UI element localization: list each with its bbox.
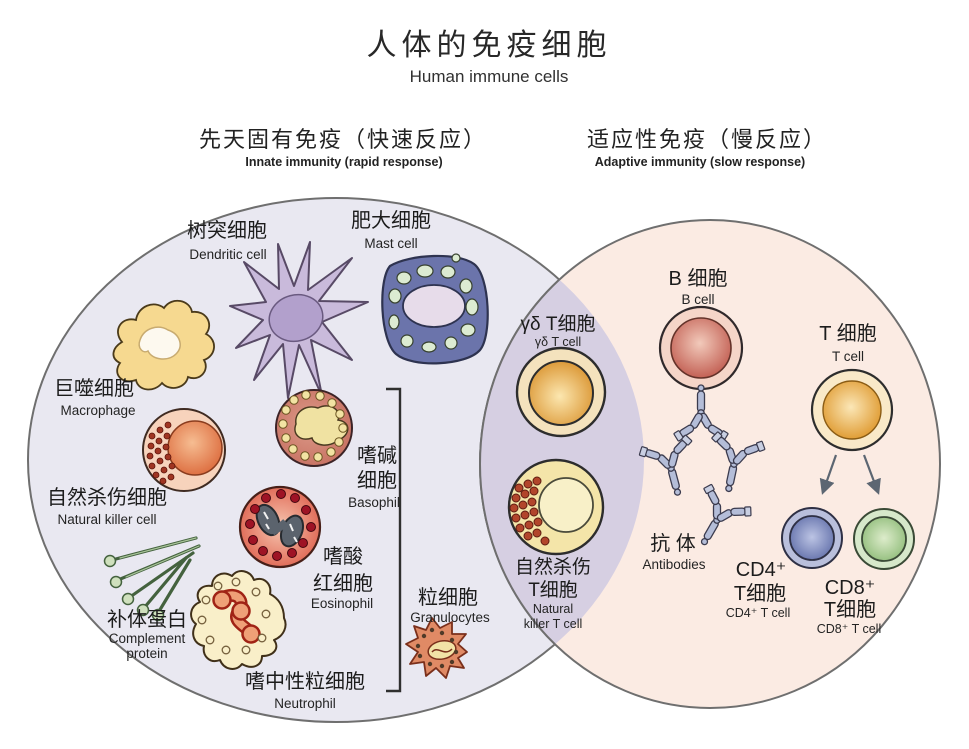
nkt-label-zh-1: 自然杀伤 <box>515 556 591 578</box>
basophil-label-zh-1: 嗜碱 <box>357 444 397 467</box>
adaptive-heading-en: Adaptive immunity (slow response) <box>595 155 805 169</box>
macrophage-label-en: Macrophage <box>60 403 135 418</box>
antibodies-label-zh: 抗 体 <box>650 532 696 555</box>
eosinophil-illustration <box>238 485 322 569</box>
mast-label-en: Mast cell <box>364 236 417 251</box>
nkt-cell-illustration <box>507 458 605 556</box>
complement-label-en-1: Complement <box>109 631 186 646</box>
neutrophil-illustration <box>190 570 287 670</box>
dendritic-label-zh: 树突细胞 <box>187 219 267 242</box>
granulocyte-bracket <box>386 387 402 693</box>
eosinophil-label-zh-2: 红细胞 <box>313 572 373 595</box>
innate-heading-en: Innate immunity (rapid response) <box>245 155 442 169</box>
neutrophil-label-en: Neutrophil <box>274 696 336 711</box>
bcell-label-zh: B 细胞 <box>669 267 728 290</box>
cd8-label-line1: CD8⁺ <box>825 577 876 599</box>
innate-heading-zh: 先天固有免疫（快速反应） <box>199 127 487 152</box>
complement-protein-illustration <box>103 536 201 622</box>
granulocyte-illustration <box>405 617 468 679</box>
gdt-label-en: γδ T cell <box>535 335 581 349</box>
mast-label-zh: 肥大细胞 <box>351 209 431 232</box>
macrophage-label-zh: 巨噬细胞 <box>54 377 134 400</box>
dendritic-cell-illustration <box>229 241 369 399</box>
tcell-label-en: T cell <box>832 349 864 364</box>
complement-label-zh: 补体蛋白 <box>107 608 187 631</box>
bcell-label-en: B cell <box>681 292 714 307</box>
neutrophil-label-zh: 嗜中性粒细胞 <box>245 670 365 693</box>
tcell-label-zh: T 细胞 <box>819 322 876 345</box>
nkt-label-zh-2: T细胞 <box>528 579 578 601</box>
overlap-region <box>479 219 644 709</box>
cd4-label-line1: CD4⁺ <box>736 559 787 581</box>
nk-label-zh: 自然杀伤细胞 <box>47 486 167 509</box>
cd8-cell-illustration <box>853 508 915 570</box>
eosinophil-label-zh-1: 嗜酸 <box>323 545 363 568</box>
b-cell-illustration <box>658 305 744 447</box>
granulocytes-label-en: Granulocytes <box>410 610 490 625</box>
antibodies-label-en: Antibodies <box>642 557 705 572</box>
granulocytes-label-zh: 粒细胞 <box>418 586 478 609</box>
basophil-label-zh-2: 细胞 <box>357 469 397 492</box>
macrophage-illustration <box>112 299 215 391</box>
complement-label-en-2: protein <box>126 646 167 661</box>
basophil-illustration <box>275 389 353 467</box>
nkt-label-en-1: Natural <box>533 602 573 616</box>
nk-label-en: Natural killer cell <box>57 512 156 527</box>
cd8-label-en: CD8⁺ T cell <box>817 622 882 636</box>
t-cell-illustration <box>810 368 894 452</box>
nk-cell-illustration <box>142 408 226 492</box>
dendritic-label-en: Dendritic cell <box>189 247 266 262</box>
cd8-label-line2: T细胞 <box>824 598 876 621</box>
gdt-label-zh: γδ T细胞 <box>521 313 596 335</box>
eosinophil-label-en: Eosinophil <box>311 596 373 611</box>
cd4-cell-illustration <box>781 507 843 569</box>
page-title-en: Human immune cells <box>410 67 569 86</box>
cd4-label-line2: T细胞 <box>734 582 786 605</box>
mast-cell-illustration <box>381 253 489 365</box>
adaptive-heading-zh: 适应性免疫（慢反应） <box>587 127 827 152</box>
page-title-zh: 人体的免疫细胞 <box>367 29 612 62</box>
nkt-label-en-2: killer T cell <box>524 617 583 631</box>
t-cell-differentiation-arrows <box>819 454 881 495</box>
cd4-label-en: CD4⁺ T cell <box>726 606 791 620</box>
basophil-label-en: Basophil <box>348 495 400 510</box>
gdt-cell-illustration <box>515 346 607 438</box>
